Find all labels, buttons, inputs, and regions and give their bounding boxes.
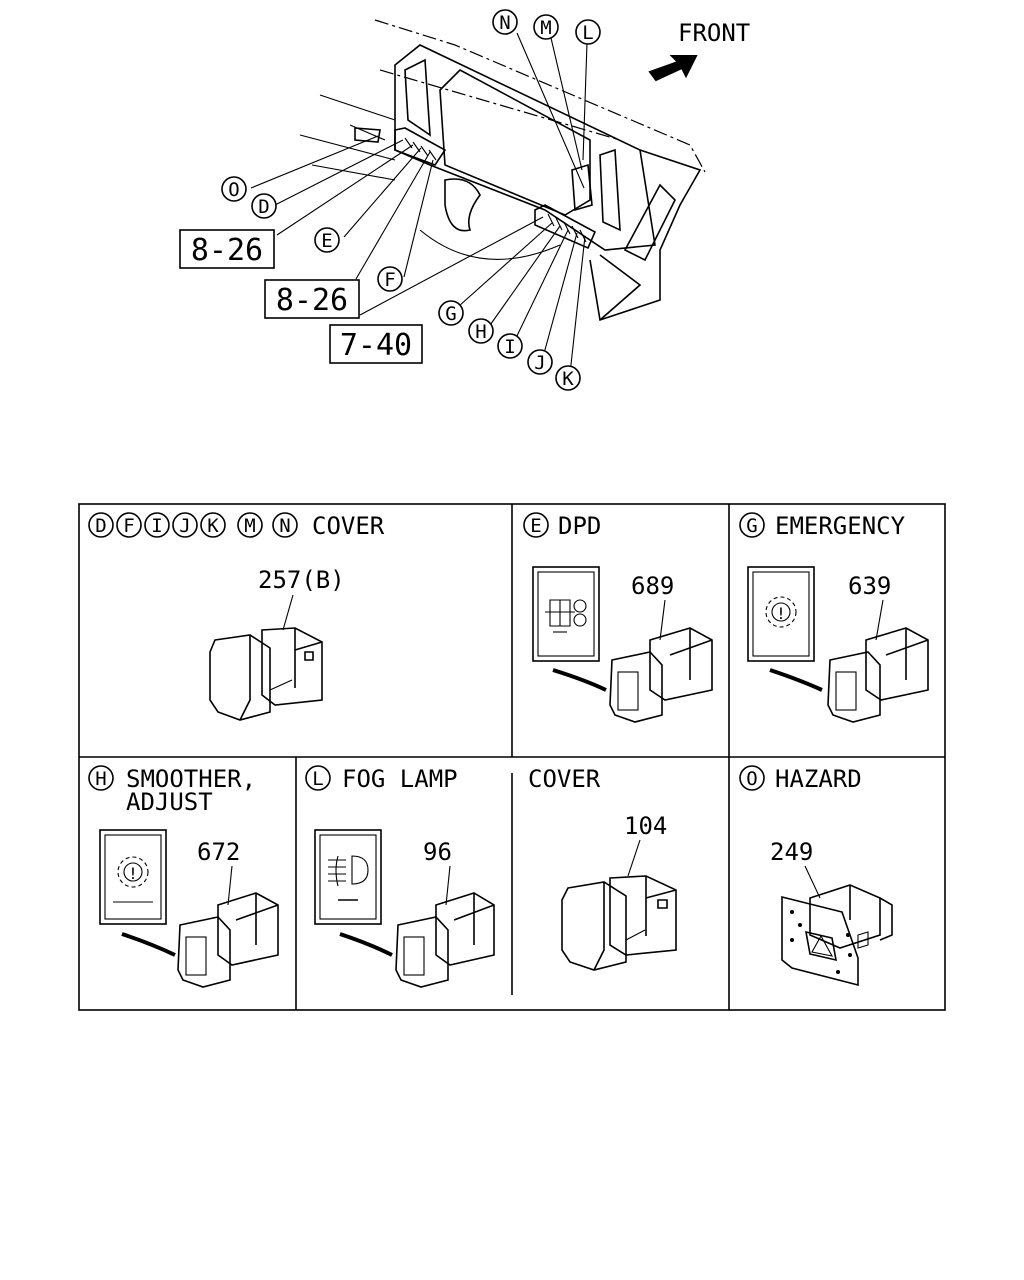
cover-letter-F: F xyxy=(116,512,142,538)
svg-text:L: L xyxy=(582,22,593,44)
cover-104-title: COVER xyxy=(528,765,601,793)
emergency-part-number: 639 xyxy=(848,572,891,600)
fog-lamp-switch-drawing xyxy=(395,892,495,988)
cover-main-title: COVER xyxy=(312,512,385,540)
right-switch-bank xyxy=(534,163,597,250)
svg-text:L: L xyxy=(312,768,323,790)
smoother-title-line2: ADJUST xyxy=(126,788,213,816)
svg-text:E: E xyxy=(530,515,541,537)
svg-text:7-40: 7-40 xyxy=(340,328,412,363)
dpd-switch-drawing xyxy=(609,627,713,723)
svg-text:J: J xyxy=(179,515,190,537)
front-label: FRONT xyxy=(678,19,750,47)
svg-text:J: J xyxy=(534,352,545,374)
smoother-symbol-icon: ! xyxy=(99,829,167,925)
hazard-title: HAZARD xyxy=(775,765,862,793)
cover-letter-D: D xyxy=(88,512,114,538)
callout-L: L xyxy=(575,19,601,45)
cover-letter-N: N xyxy=(272,512,298,538)
callout-F: F xyxy=(377,266,403,292)
panel-cover-main: D F I J K M N COVER 257(B) xyxy=(88,512,385,721)
dpd-part-number: 689 xyxy=(631,572,674,600)
dpd-title: DPD xyxy=(558,512,601,540)
callout-O: O xyxy=(221,176,247,202)
ref-box-7-40: 7-40 xyxy=(329,324,423,364)
callout-J: J xyxy=(527,349,553,375)
smoother-switch-drawing xyxy=(177,892,279,988)
smoother-part-number: 672 xyxy=(197,838,240,866)
svg-text:D: D xyxy=(95,515,106,537)
front-arrow-icon xyxy=(648,55,698,82)
callout-N: N xyxy=(492,9,518,35)
fog-letter-L: L xyxy=(305,765,331,791)
svg-text:D: D xyxy=(258,196,269,218)
svg-text:K: K xyxy=(562,368,574,390)
callout-E: E xyxy=(314,227,340,253)
svg-text:O: O xyxy=(228,179,239,201)
hazard-switch-drawing xyxy=(781,884,893,987)
callout-G: G xyxy=(438,300,464,326)
svg-text:O: O xyxy=(746,768,757,790)
fog-lamp-symbol-icon xyxy=(314,829,382,925)
panel-hazard: O HAZARD 249 xyxy=(739,765,893,987)
callout-I: I xyxy=(497,333,523,359)
panel-cover-104: COVER 104 xyxy=(528,765,677,971)
svg-text:F: F xyxy=(123,515,134,537)
left-switch-bank xyxy=(354,127,447,166)
cover-letter-K: K xyxy=(200,512,226,538)
emergency-switch-drawing xyxy=(827,627,929,723)
panel-fog-lamp: L FOG LAMP 96 xyxy=(305,765,495,988)
svg-text:!: ! xyxy=(776,604,786,623)
cover-main-part-number: 257(B) xyxy=(258,566,345,594)
svg-text:8-26: 8-26 xyxy=(276,283,348,318)
cover-letter-J: J xyxy=(172,512,198,538)
cover-104-switch-drawing xyxy=(561,875,677,971)
cover-letter-I: I xyxy=(144,512,170,538)
svg-text:M: M xyxy=(244,515,255,537)
smoother-title-line1: SMOOTHER, xyxy=(126,765,256,793)
hazard-triangle-icon xyxy=(811,934,834,957)
callout-H: H xyxy=(468,318,494,344)
svg-text:N: N xyxy=(499,12,510,34)
svg-text:!: ! xyxy=(128,864,138,883)
svg-text:I: I xyxy=(504,336,515,358)
dpd-symbol-icon xyxy=(532,566,600,662)
panel-dpd: E DPD 689 xyxy=(523,512,713,723)
callout-M: M xyxy=(533,14,559,40)
svg-text:I: I xyxy=(151,515,162,537)
svg-text:H: H xyxy=(475,321,486,343)
cover-switch-drawing xyxy=(209,627,323,721)
hazard-part-number: 249 xyxy=(770,838,813,866)
smoother-letter-H: H xyxy=(88,765,114,791)
emergency-letter-G: G xyxy=(739,512,765,538)
ref-box-8-26-b: 8-26 xyxy=(264,279,360,319)
dpd-letter-E: E xyxy=(523,512,549,538)
fog-lamp-part-number: 96 xyxy=(423,838,452,866)
svg-text:H: H xyxy=(95,768,106,790)
panel-smoother: H SMOOTHER, ADJUST 672 ! xyxy=(88,765,279,988)
hazard-letter-O: O xyxy=(739,765,765,791)
svg-text:G: G xyxy=(445,303,456,325)
parts-table xyxy=(78,503,946,1011)
cover-letter-M: M xyxy=(237,512,263,538)
svg-text:M: M xyxy=(540,17,551,39)
ref-box-8-26-a: 8-26 xyxy=(179,229,275,269)
svg-text:G: G xyxy=(746,515,757,537)
svg-text:8-26: 8-26 xyxy=(191,233,263,268)
panel-emergency: G EMERGENCY 639 ! xyxy=(739,512,929,723)
svg-text:F: F xyxy=(384,269,395,291)
fog-lamp-title: FOG LAMP xyxy=(342,765,458,793)
svg-text:K: K xyxy=(207,515,219,537)
cover-104-part-number: 104 xyxy=(624,812,667,840)
callout-D: D xyxy=(251,193,277,219)
svg-text:N: N xyxy=(279,515,290,537)
svg-text:E: E xyxy=(321,230,332,252)
callout-K: K xyxy=(555,365,581,391)
emergency-title: EMERGENCY xyxy=(775,512,906,540)
dashboard-overview: FRONT N M L O D E F G H I J K 8-26 8-26 … xyxy=(179,9,750,391)
emergency-symbol-icon: ! xyxy=(747,566,815,662)
